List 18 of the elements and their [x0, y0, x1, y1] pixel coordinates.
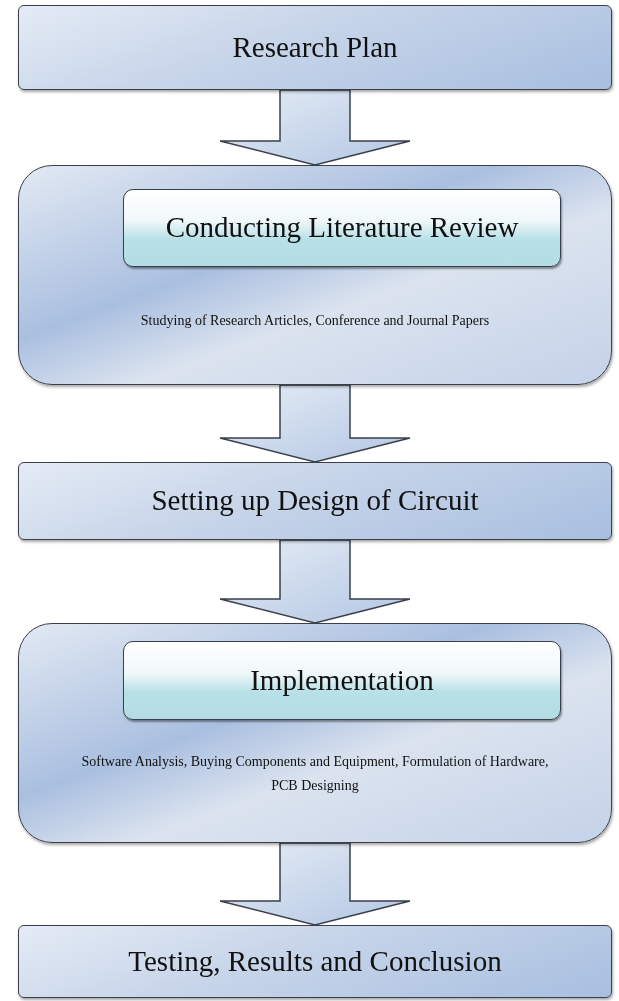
process-box	[18, 925, 612, 998]
process-box	[18, 5, 612, 90]
step-label: Testing, Results and Conclusion	[128, 945, 502, 978]
block-arrow	[219, 539, 411, 624]
title-box	[123, 189, 561, 267]
step-label: Research Plan	[232, 31, 398, 64]
step-label: Implementation	[250, 664, 434, 697]
group-panel	[18, 623, 612, 843]
title-box	[123, 641, 561, 720]
group-panel	[18, 165, 612, 385]
block-arrow	[219, 384, 411, 463]
process-box	[18, 462, 612, 540]
block-arrow	[219, 842, 411, 926]
description-text: Studying of Research Articles, Conference and Journal Papers	[139, 311, 491, 330]
step-label: Setting up Design of Circuit	[151, 485, 479, 517]
description-text: Software Analysis, Buying Components and Equipment, Formulation of Hardware, PCB Designing	[80, 752, 550, 795]
step-label: Conducting Literature Review	[165, 212, 519, 244]
block-arrow	[219, 89, 411, 166]
